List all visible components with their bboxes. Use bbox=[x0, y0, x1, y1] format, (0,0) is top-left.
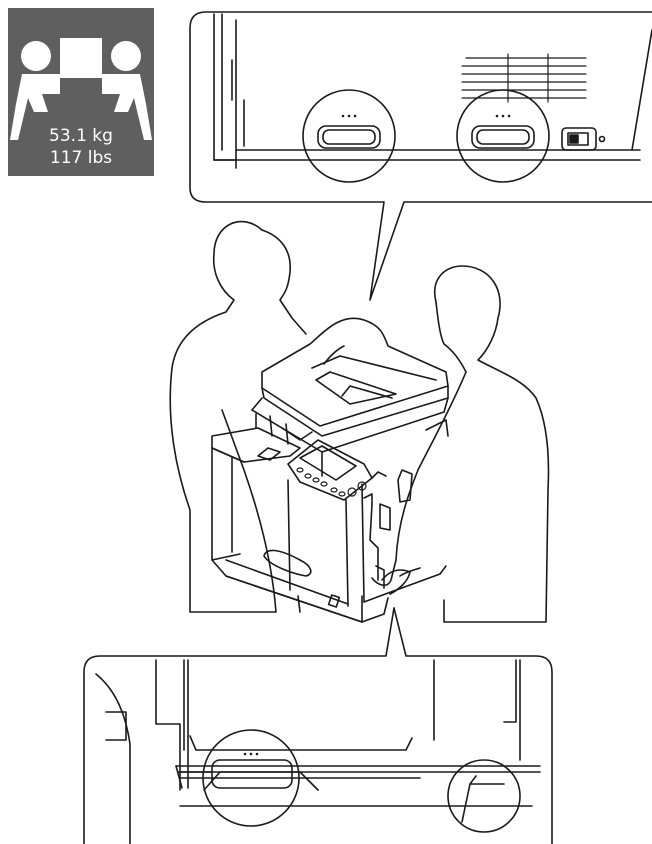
bottom-callout bbox=[84, 608, 552, 844]
indicator-dots bbox=[244, 115, 511, 756]
right-person-outline bbox=[372, 266, 549, 622]
printer-illustration bbox=[212, 318, 448, 622]
top-callout bbox=[190, 12, 652, 300]
